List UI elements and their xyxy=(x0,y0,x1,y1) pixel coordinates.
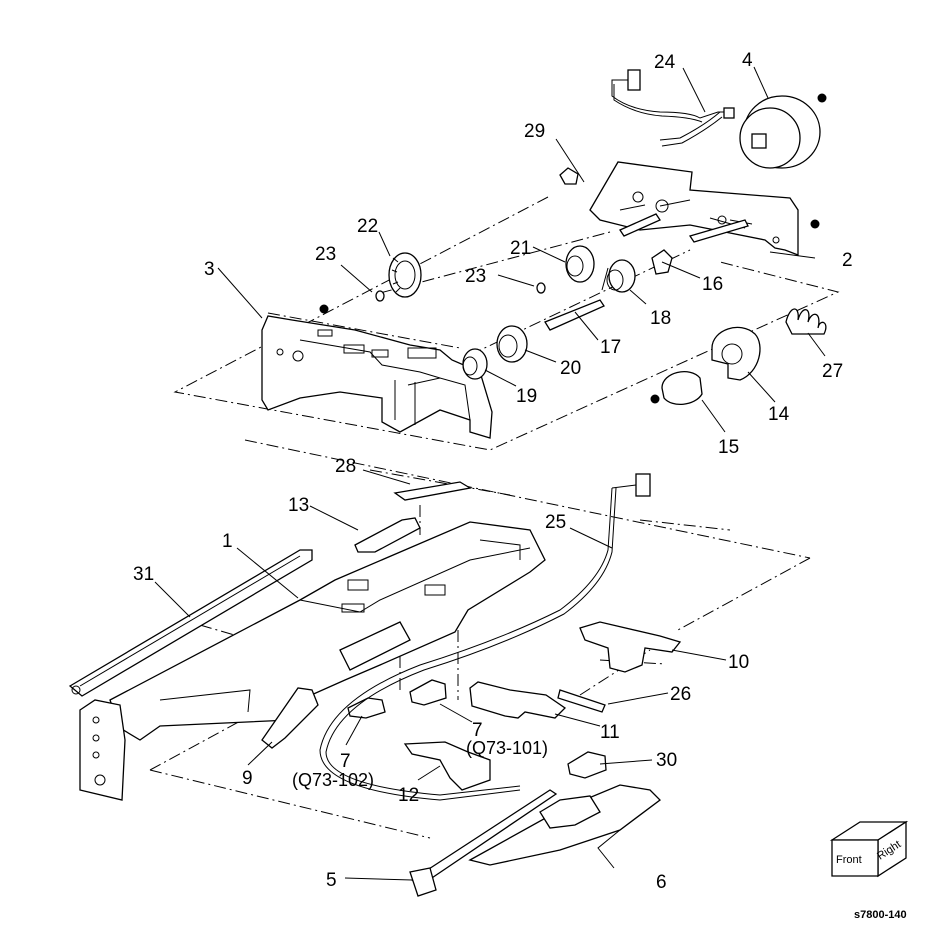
part-17-shaft xyxy=(544,299,605,331)
callout-15: 15 xyxy=(718,437,739,458)
lower-tray-assembly xyxy=(68,439,811,897)
part-22-gear xyxy=(375,252,422,302)
part-18-gear xyxy=(601,259,636,293)
part-30-sensor xyxy=(567,751,607,779)
part-25-harness xyxy=(319,473,651,801)
part-24-harness xyxy=(611,69,735,147)
part-26-spring xyxy=(557,689,606,713)
callout-10: 10 xyxy=(728,652,749,673)
orientation-cube: Front Right xyxy=(829,820,909,878)
callout-9: 9 xyxy=(242,768,253,789)
callout-23-left: 23 xyxy=(315,244,336,265)
callout-14: 14 xyxy=(768,404,790,425)
callout-18: 18 xyxy=(650,308,671,329)
callout-4: 4 xyxy=(742,50,753,71)
callout-20: 20 xyxy=(560,358,581,379)
callout-28: 28 xyxy=(335,456,356,477)
part-11-actuator xyxy=(469,681,567,719)
part-5-rod xyxy=(409,789,558,897)
callout-7-q73-101-code: (Q73-101) xyxy=(466,738,548,758)
callout-25: 25 xyxy=(545,512,566,533)
callout-27: 27 xyxy=(822,361,843,382)
cube-front-label: Front xyxy=(836,854,862,866)
part-3-side-frame xyxy=(261,315,493,439)
callout-7-q73-102: 7 xyxy=(340,751,351,772)
part-19-gear xyxy=(462,348,488,380)
part-7-sensor-q73-101 xyxy=(409,679,447,706)
callout-24: 24 xyxy=(654,52,676,73)
callout-6: 6 xyxy=(656,872,667,893)
callout-29: 29 xyxy=(524,121,545,142)
callout-23-right: 23 xyxy=(465,266,486,287)
part-9-lever xyxy=(261,687,319,749)
part-14-gear xyxy=(711,326,761,381)
upper-drive-assembly xyxy=(173,69,840,451)
part-13-guide xyxy=(354,517,421,553)
part-20-gear xyxy=(496,325,528,363)
callout-16: 16 xyxy=(702,274,723,295)
part-1-tray-frame xyxy=(109,521,546,741)
callout-26: 26 xyxy=(670,684,691,705)
part-29-clip xyxy=(559,167,579,185)
callout-17: 17 xyxy=(600,337,621,358)
part-27-spring xyxy=(785,308,827,335)
callout-19: 19 xyxy=(516,386,537,407)
part-31-rail xyxy=(68,549,313,697)
callout-21: 21 xyxy=(510,238,531,259)
side-plate xyxy=(79,699,126,801)
callout-22: 22 xyxy=(357,216,378,237)
part-15-collar xyxy=(650,371,703,405)
callout-13: 13 xyxy=(288,495,309,516)
callout-3: 3 xyxy=(204,259,215,280)
callout-31: 31 xyxy=(133,564,154,585)
callout-2: 2 xyxy=(842,250,853,271)
callout-11: 11 xyxy=(600,722,620,743)
callout-7-q73-101: 7 xyxy=(472,720,483,741)
part-21-gear xyxy=(536,245,595,294)
callout-30: 30 xyxy=(656,750,677,771)
callout-1: 1 xyxy=(222,531,233,552)
part-6-plate xyxy=(468,784,661,866)
figure-code: s7800-140 xyxy=(854,909,907,921)
part-4-motor xyxy=(739,93,827,169)
part-28-label xyxy=(393,481,472,501)
callout-labels: 24 4 29 2 22 23 3 21 23 16 18 17 20 19 2… xyxy=(133,50,853,893)
part-12-bracket xyxy=(403,741,491,791)
callout-12: 12 xyxy=(398,785,419,806)
callout-5: 5 xyxy=(326,870,337,891)
part-10-sensor-bracket xyxy=(579,621,682,673)
leader-lines xyxy=(154,66,826,881)
callout-7-q73-102-code: (Q73-102) xyxy=(292,770,374,790)
